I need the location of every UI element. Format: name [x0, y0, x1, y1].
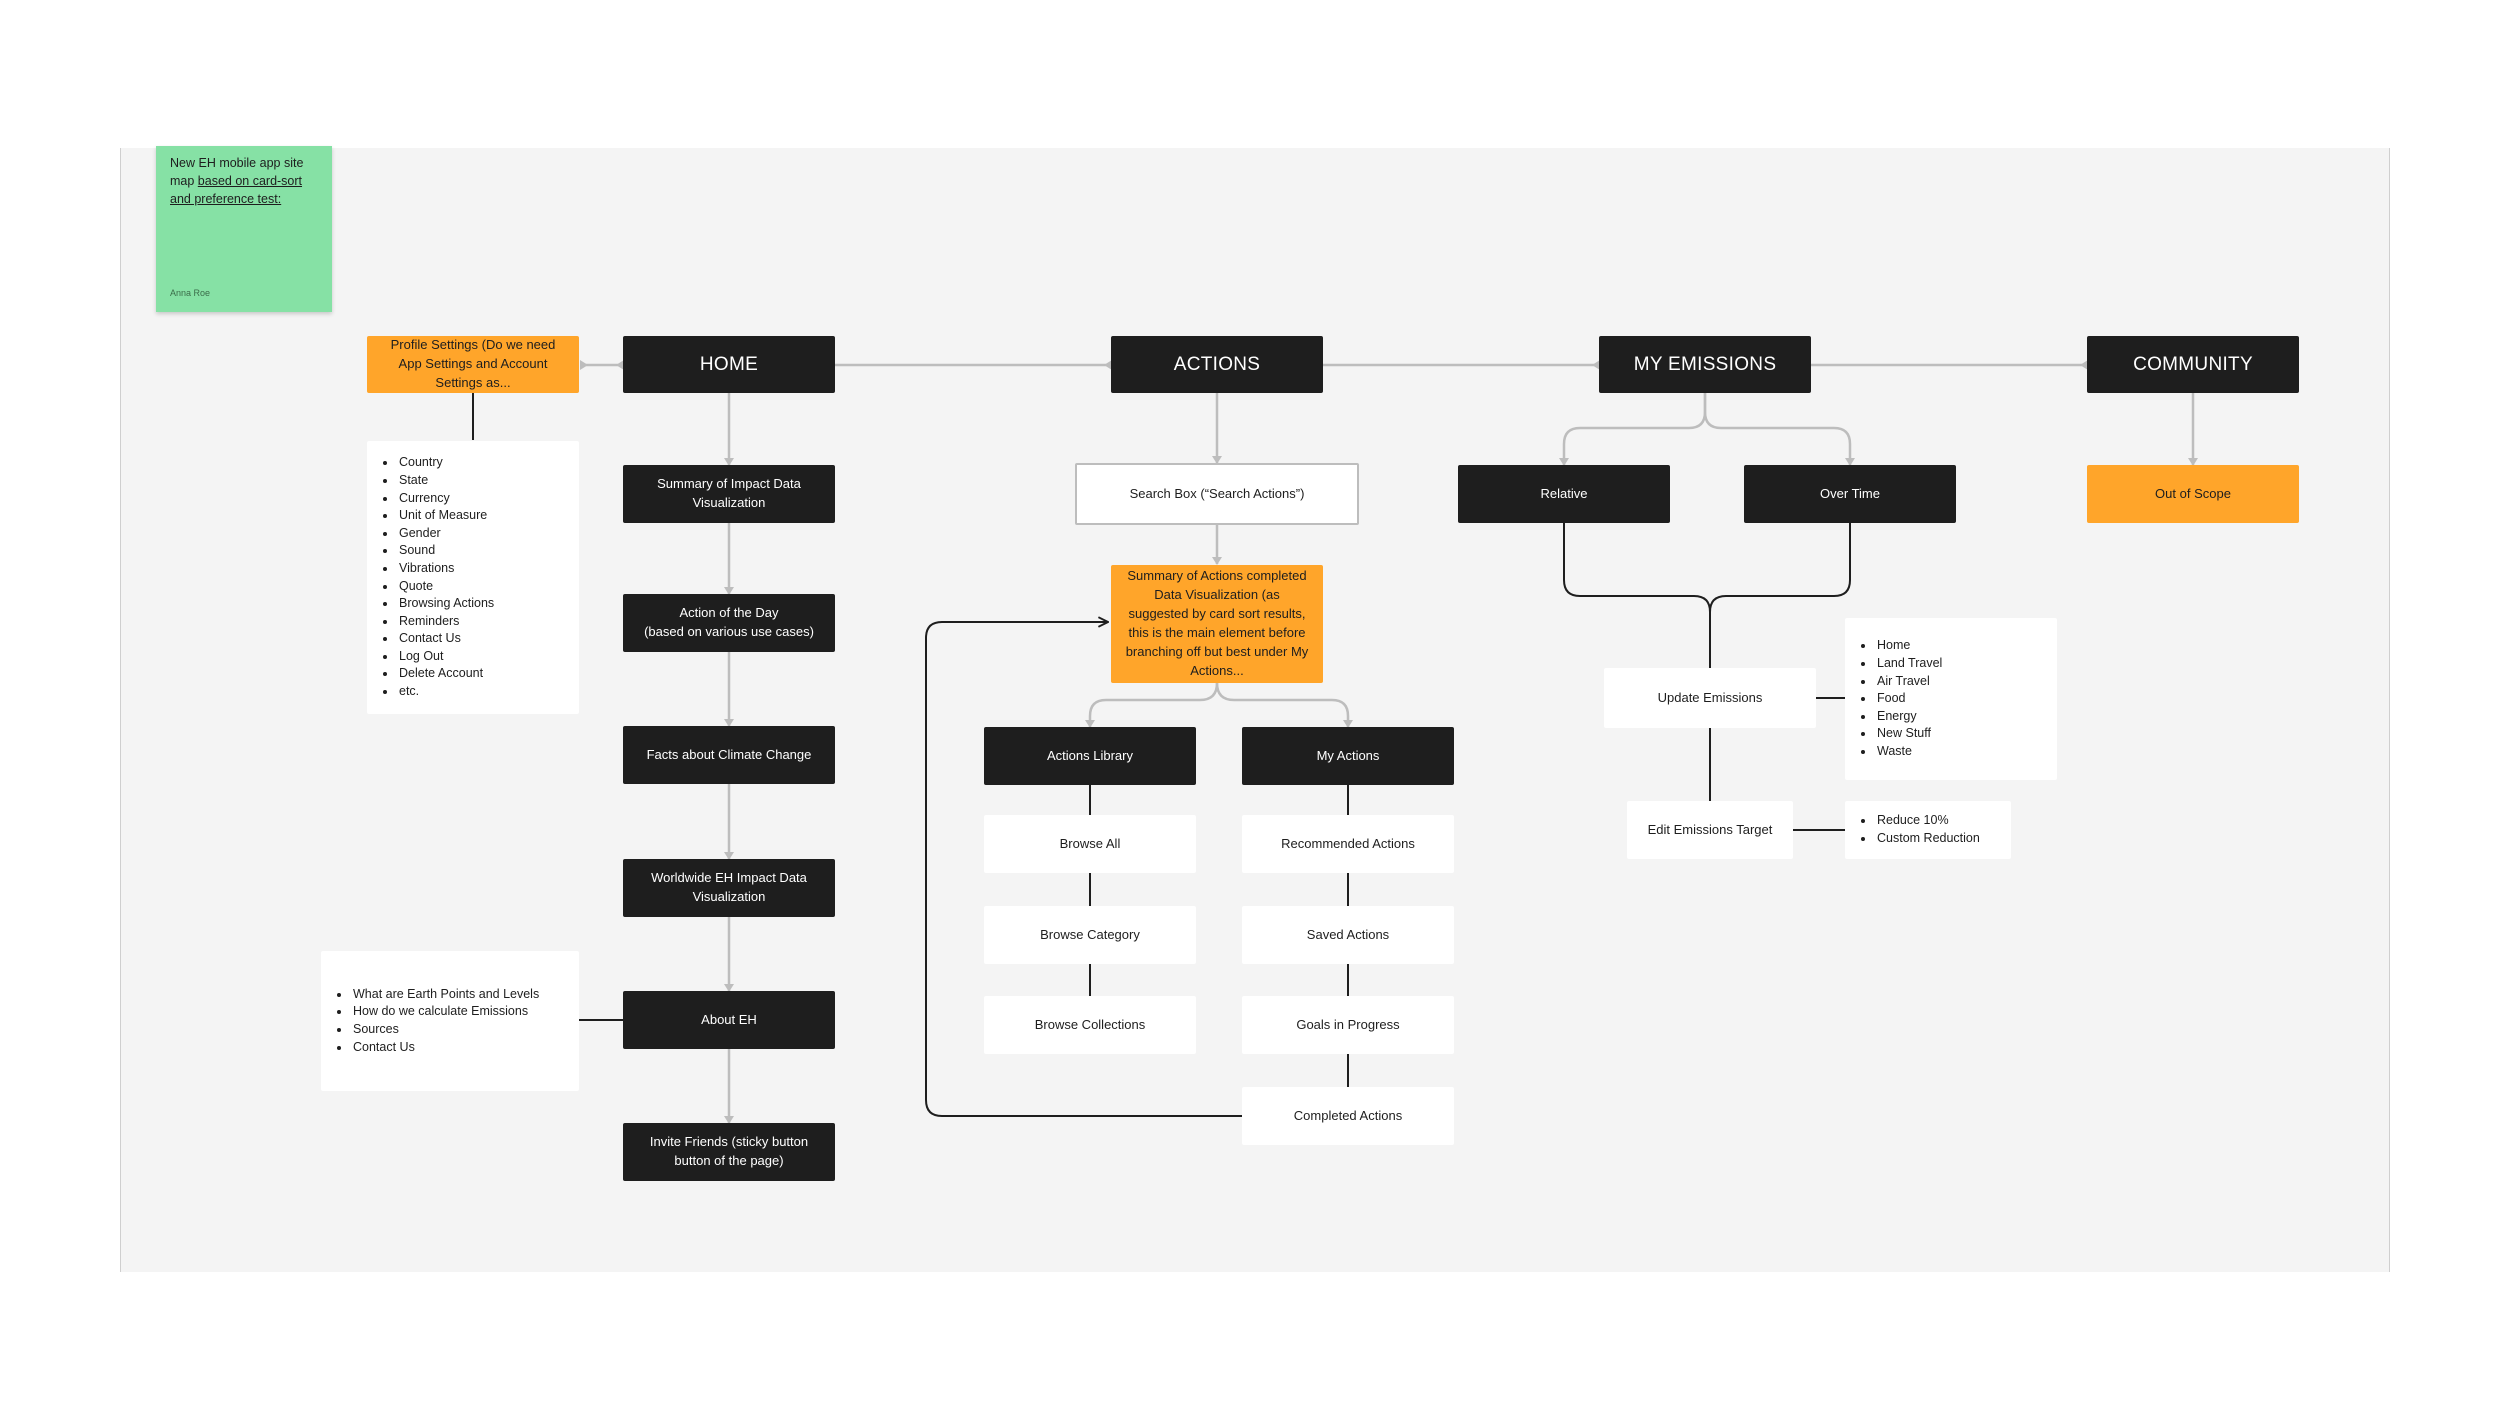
list-profile-settings: CountryStateCurrencyUnit of MeasureGende… [367, 441, 579, 714]
node-edit-emissions-target[interactable]: Edit Emissions Target [1627, 801, 1793, 859]
sticky-note-author: Anna Roe [170, 288, 211, 298]
list-item: Custom Reduction [1875, 830, 1980, 848]
node-community[interactable]: COMMUNITY [2087, 336, 2299, 393]
list-item: Sources [351, 1021, 539, 1039]
list-item: Gender [397, 525, 494, 543]
node-actions[interactable]: ACTIONS [1111, 336, 1323, 393]
list-item: Delete Account [397, 665, 494, 683]
sticky-note-link[interactable]: based on card-sort and preference test: [170, 174, 303, 206]
list-item: etc. [397, 683, 494, 701]
list-item: Log Out [397, 648, 494, 666]
list-item: Air Travel [1875, 673, 1942, 691]
node-my-actions[interactable]: My Actions [1242, 727, 1454, 785]
node-browse-collections[interactable]: Browse Collections [984, 996, 1196, 1054]
node-goals-in-progress[interactable]: Goals in Progress [1242, 996, 1454, 1054]
list-item: Unit of Measure [397, 507, 494, 525]
node-profile-settings[interactable]: Profile Settings (Do we need App Setting… [367, 336, 579, 393]
node-facts-climate-change[interactable]: Facts about Climate Change [623, 726, 835, 784]
list-item: Contact Us [351, 1039, 539, 1057]
list-item: What are Earth Points and Levels [351, 986, 539, 1004]
node-home[interactable]: HOME [623, 336, 835, 393]
list-item: Land Travel [1875, 655, 1942, 673]
node-invite-friends[interactable]: Invite Friends (sticky button button of … [623, 1123, 835, 1181]
list-update-emissions: HomeLand TravelAir TravelFoodEnergyNew S… [1845, 618, 2057, 780]
node-browse-category[interactable]: Browse Category [984, 906, 1196, 964]
list-item: State [397, 472, 494, 490]
node-over-time[interactable]: Over Time [1744, 465, 1956, 523]
list-item: Energy [1875, 708, 1942, 726]
node-my-emissions[interactable]: MY EMISSIONS [1599, 336, 1811, 393]
node-update-emissions[interactable]: Update Emissions [1604, 668, 1816, 728]
list-item: Reduce 10% [1875, 812, 1980, 830]
list-item: Reminders [397, 613, 494, 631]
node-action-of-the-day[interactable]: Action of the Day (based on various use … [623, 594, 835, 652]
profile-settings-items: CountryStateCurrencyUnit of MeasureGende… [367, 454, 494, 700]
list-item: Vibrations [397, 560, 494, 578]
node-summary-actions[interactable]: Summary of Actions completed Data Visual… [1111, 565, 1323, 683]
list-item: How do we calculate Emissions [351, 1003, 539, 1021]
node-relative[interactable]: Relative [1458, 465, 1670, 523]
node-worldwide-impact[interactable]: Worldwide EH Impact Data Visualization [623, 859, 835, 917]
update-emissions-items: HomeLand TravelAir TravelFoodEnergyNew S… [1845, 637, 1942, 760]
list-item: Home [1875, 637, 1942, 655]
node-about-eh[interactable]: About EH [623, 991, 835, 1049]
list-item: Currency [397, 490, 494, 508]
list-item: Contact Us [397, 630, 494, 648]
node-saved-actions[interactable]: Saved Actions [1242, 906, 1454, 964]
node-completed-actions[interactable]: Completed Actions [1242, 1087, 1454, 1145]
list-item: Country [397, 454, 494, 472]
list-item: Browsing Actions [397, 595, 494, 613]
about-eh-items: What are Earth Points and LevelsHow do w… [321, 986, 539, 1056]
node-summary-impact[interactable]: Summary of Impact Data Visualization [623, 465, 835, 523]
sticky-note[interactable]: New EH mobile app site map based on card… [156, 146, 332, 312]
list-item: Quote [397, 578, 494, 596]
list-item: Waste [1875, 743, 1942, 761]
list-about-eh: What are Earth Points and LevelsHow do w… [321, 951, 579, 1091]
list-item: Sound [397, 542, 494, 560]
node-out-of-scope[interactable]: Out of Scope [2087, 465, 2299, 523]
list-edit-emissions-target: Reduce 10%Custom Reduction [1845, 801, 2011, 859]
node-recommended-actions[interactable]: Recommended Actions [1242, 815, 1454, 873]
edit-emissions-target-items: Reduce 10%Custom Reduction [1845, 812, 1980, 847]
node-search-box[interactable]: Search Box (“Search Actions”) [1075, 463, 1359, 525]
list-item: Food [1875, 690, 1942, 708]
sticky-note-text: New EH mobile app site map [170, 156, 304, 188]
list-item: New Stuff [1875, 725, 1942, 743]
node-browse-all[interactable]: Browse All [984, 815, 1196, 873]
node-actions-library[interactable]: Actions Library [984, 727, 1196, 785]
